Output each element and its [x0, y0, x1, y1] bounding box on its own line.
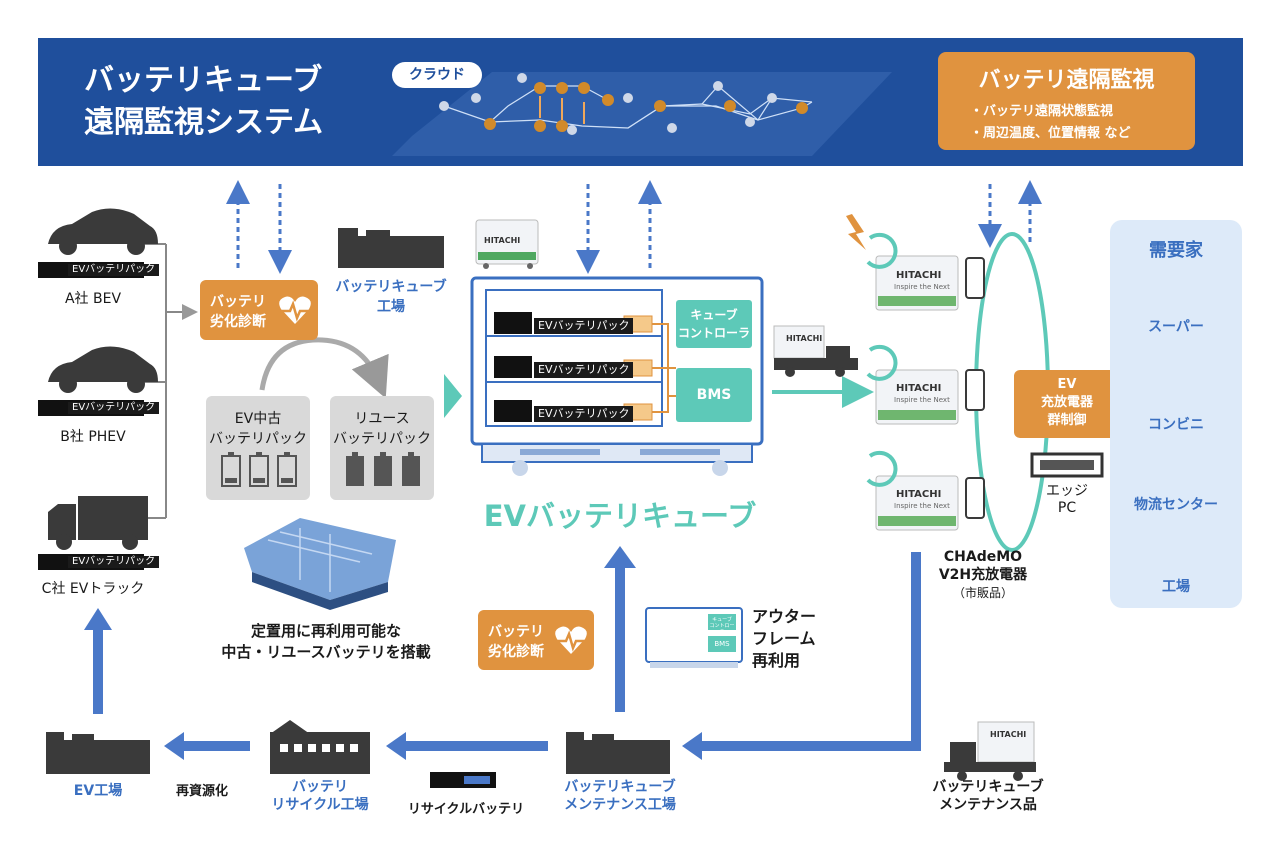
- pack-battery-icons: [221, 452, 420, 487]
- battery-pack-label: EVバッテリパック: [68, 402, 160, 414]
- cloud-network-graphic: [392, 72, 892, 156]
- cube-pack-label: EVバッテリパック: [534, 362, 634, 378]
- return-flow-lines: [93, 552, 921, 751]
- maintenance-truck-icon: [944, 721, 1036, 781]
- cloud-label: クラウド: [392, 62, 482, 88]
- ev-factory-label: EV工場: [73, 783, 123, 799]
- truck-icon: [48, 496, 148, 550]
- mini-bms-label: BMS: [714, 640, 730, 648]
- recycle-battery-icon: [430, 772, 496, 788]
- bms-box: BMS: [676, 368, 752, 422]
- cube-title: EVバッテリキューブ: [483, 499, 757, 533]
- demand-title: 需要家: [1149, 240, 1203, 261]
- car-icon: [48, 208, 158, 255]
- battery-pack-label: EVバッテリパック: [68, 264, 160, 276]
- recycle-factory-label: バッテリ リサイクル工場: [271, 779, 369, 813]
- recycling-label: 再資源化: [176, 784, 229, 799]
- delivery-truck-icon: [773, 325, 858, 377]
- vehicle-label: B社 PHEV: [60, 429, 126, 445]
- lightning-icon: [846, 214, 866, 250]
- cloud-link-arrows: [226, 180, 1042, 274]
- hitachi-tagline: Inspire the Next: [894, 283, 950, 291]
- demand-item: 物流センター: [1134, 497, 1218, 513]
- hitachi-logo: HITACHI: [484, 236, 521, 245]
- hitachi-logo: HITACHI: [786, 334, 823, 343]
- cube-product-icon: [475, 219, 539, 269]
- monitoring-item: ・バッテリ遠隔状態監視: [970, 104, 1114, 119]
- outer-frame-label: アウター フレーム 再利用: [752, 607, 817, 670]
- recycle-battery-label: リサイクルバッテリ: [407, 802, 525, 817]
- maintenance-item-label: バッテリキューブ メンテナンス品: [932, 779, 1044, 813]
- vehicle-label: A社 BEV: [64, 291, 122, 307]
- hitachi-tagline: Inspire the Next: [894, 502, 950, 510]
- hitachi-logo: HITACHI: [896, 383, 942, 394]
- battery-diagnosis-box: バッテリ 劣化診断: [200, 280, 318, 340]
- hitachi-logo: HITACHI: [896, 489, 942, 500]
- system-title: バッテリキューブ 遠隔監視システム: [84, 63, 324, 140]
- demand-panel: [1110, 220, 1242, 608]
- cube-factory-label: バッテリキューブ 工場: [335, 279, 447, 315]
- edge-pc-icon: [1030, 452, 1104, 478]
- recycle-factory-icon: [270, 720, 370, 774]
- maintenance-factory-label: バッテリキューブ メンテナンス工場: [564, 779, 676, 813]
- ev-factory-icon: [46, 732, 150, 774]
- demand-item: コンビニ: [1148, 417, 1204, 433]
- charger-unit: [866, 232, 985, 311]
- edge-pc-label: エッジ PC: [1046, 483, 1088, 516]
- hitachi-logo: HITACHI: [896, 270, 942, 281]
- heart-pulse-icon: [279, 296, 311, 324]
- diagnosis-curve-arrow: [259, 337, 389, 399]
- stationary-note: 定置用に再利用可能な 中古・リユースバッテリを搭載: [221, 622, 431, 661]
- battery-module-image: [244, 518, 396, 610]
- into-cube-chevron: [444, 374, 462, 418]
- battery-diagnosis-box: バッテリ 劣化診断: [478, 610, 594, 670]
- battery-pack-label: EVバッテリパック: [68, 556, 160, 568]
- chademo-label: CHAdeMO V2H充放電器 （市販品）: [938, 549, 1028, 600]
- factory-icon: [338, 228, 444, 268]
- remote-monitoring-title: バッテリ遠隔監視: [978, 68, 1155, 93]
- heart-pulse-icon: [555, 626, 587, 654]
- remote-monitoring-box: バッテリ遠隔監視 ・バッテリ遠隔状態監視 ・周辺温度、位置情報 など: [938, 52, 1195, 150]
- demand-item: スーパー: [1148, 319, 1204, 335]
- hitachi-tagline: Inspire the Next: [894, 396, 950, 404]
- charger-unit: [866, 450, 985, 531]
- vehicle-label: C社 EVトラック: [41, 581, 145, 597]
- car-icon: [48, 346, 158, 393]
- charger-group-control-box: EV 充放電器 群制御: [1014, 370, 1120, 438]
- outer-frame-icon: [645, 607, 743, 668]
- hitachi-logo: HITACHI: [990, 730, 1027, 739]
- cube-pack-label: EVバッテリパック: [534, 318, 634, 334]
- cube-controller-box: キューブ コントローラ: [676, 300, 752, 348]
- maintenance-factory-icon: [566, 732, 670, 774]
- charger-unit: [866, 344, 985, 425]
- return-flow-heads: [84, 546, 702, 760]
- demand-item: 工場: [1162, 579, 1190, 595]
- mini-controller-label: キューブ コントローラ: [709, 617, 735, 635]
- cube-pack-label: EVバッテリパック: [534, 406, 634, 422]
- monitoring-item: ・周辺温度、位置情報 など: [970, 126, 1131, 141]
